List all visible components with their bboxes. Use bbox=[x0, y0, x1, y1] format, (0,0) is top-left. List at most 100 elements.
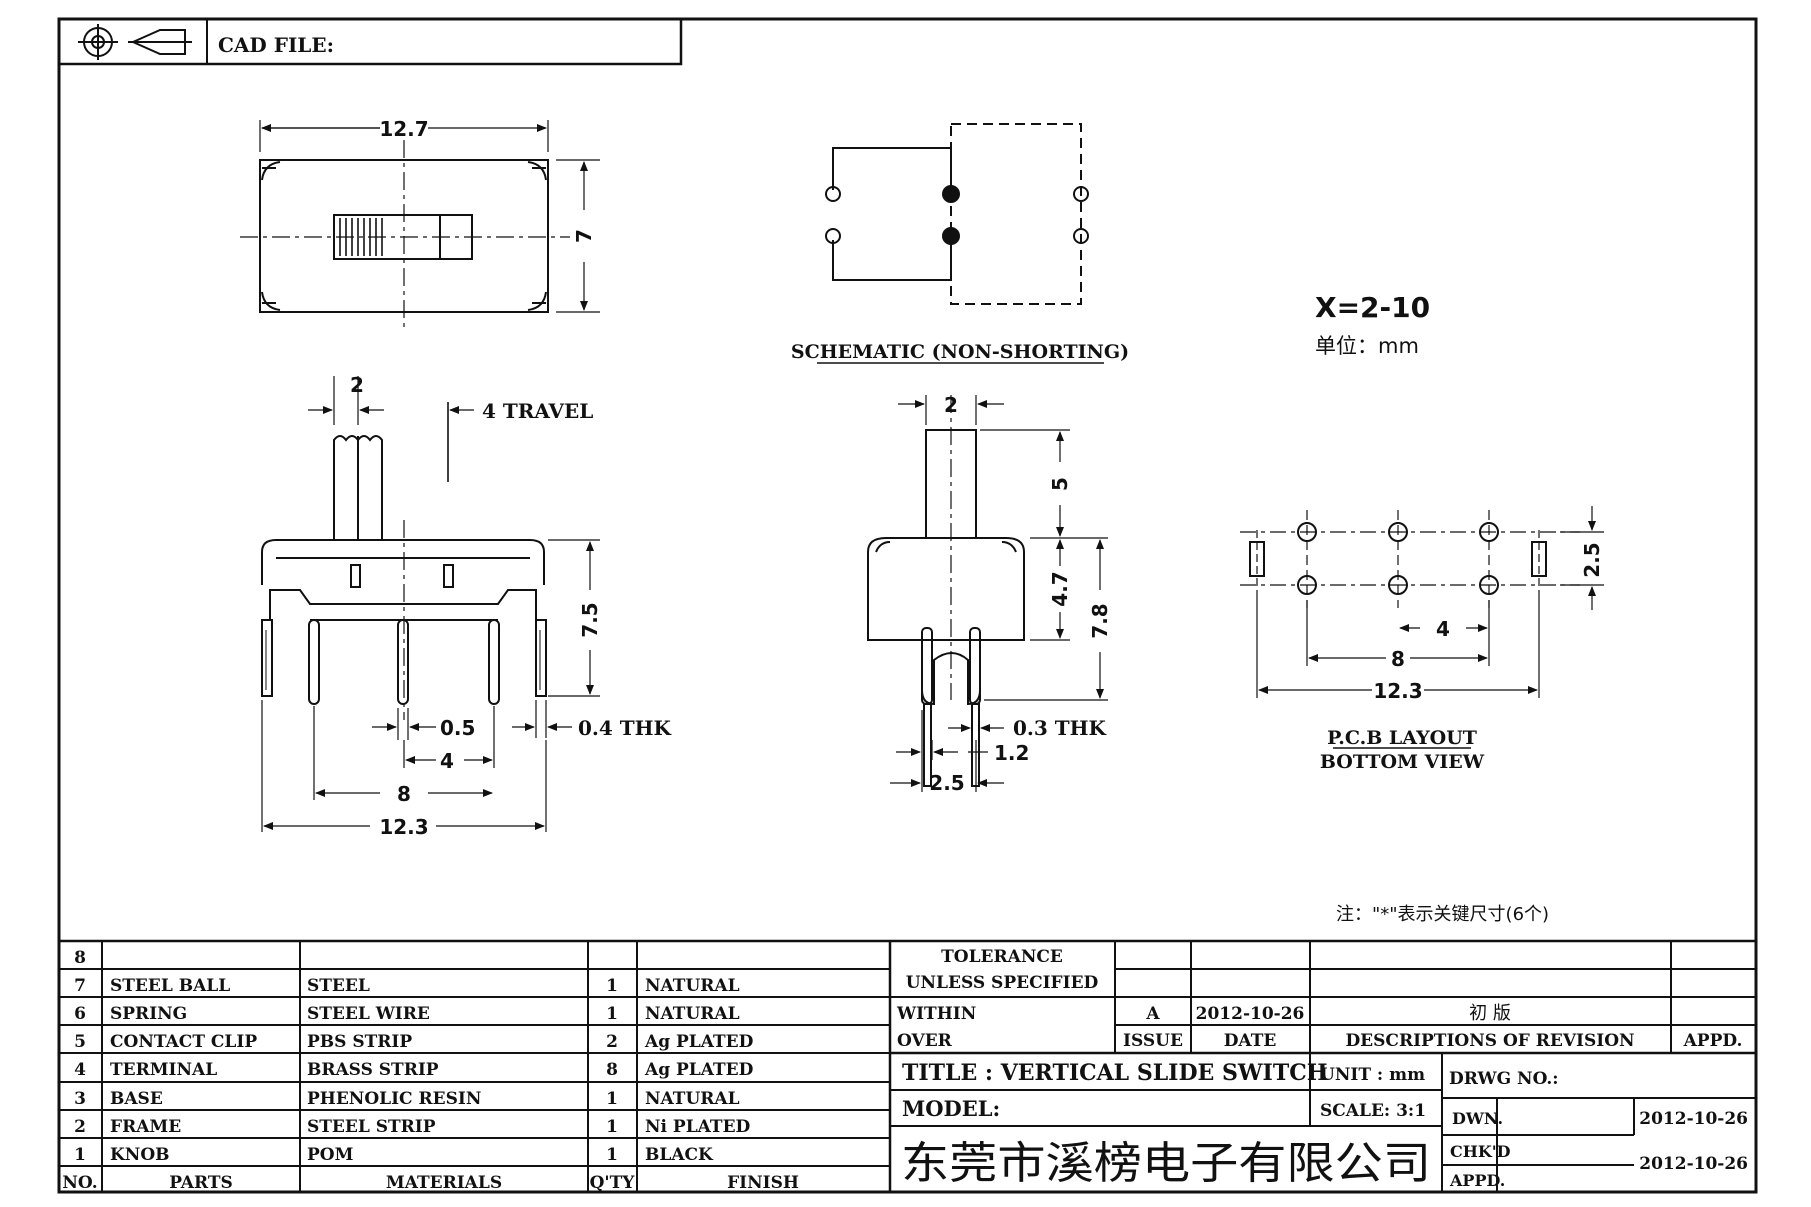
pcb-dim-25: 2.5 bbox=[1580, 542, 1604, 577]
bom-cell-no: 4 bbox=[74, 1060, 86, 1080]
pcb-sublabel: BOTTOM VIEW bbox=[1320, 751, 1485, 773]
bom-cell-no: 2 bbox=[74, 1117, 86, 1137]
schematic-label: SCHEMATIC (NON-SHORTING) bbox=[791, 341, 1129, 363]
front-top-dim: 2 bbox=[944, 393, 958, 417]
pcb-layout bbox=[1240, 506, 1604, 749]
schematic-diagram bbox=[817, 123, 1104, 364]
approved-label: APPD. bbox=[1683, 1031, 1743, 1051]
bom-cell-part: TERMINAL bbox=[110, 1060, 217, 1080]
over-label: OVER bbox=[897, 1031, 953, 1051]
front-dim-47: 4.7 bbox=[1048, 571, 1072, 606]
bom-cell-material: PHENOLIC RESIN bbox=[307, 1089, 481, 1109]
date-value: 2012-10-26 bbox=[1196, 1004, 1305, 1024]
top-height-dim: 7 bbox=[572, 229, 596, 243]
bom-header-qty: Q'TY bbox=[590, 1173, 636, 1193]
side-top-dim: 2 bbox=[350, 373, 364, 397]
bom-cell-no: 5 bbox=[74, 1032, 86, 1052]
title-block-grid bbox=[890, 941, 1756, 1192]
scale-text: SCALE: 3:1 bbox=[1320, 1101, 1426, 1121]
bom-cell-material: STEEL bbox=[307, 976, 370, 996]
drawn-label: DWN. bbox=[1452, 1109, 1503, 1128]
tolerance-label: TOLERANCE bbox=[941, 947, 1063, 967]
bom-cell-qty: 1 bbox=[606, 976, 618, 996]
bom-cell-qty: 1 bbox=[606, 1117, 618, 1137]
within-label: WITHIN bbox=[896, 1004, 976, 1024]
bom-cell-qty: 8 bbox=[606, 1060, 618, 1080]
bom-cell-qty: 2 bbox=[606, 1032, 618, 1052]
unless-specified-label: UNLESS SPECIFIED bbox=[906, 973, 1099, 993]
header-strip: CAD FILE: bbox=[57, 17, 683, 66]
bom-header-finish: FINISH bbox=[727, 1173, 799, 1193]
side-thk-label: 0.4 THK bbox=[578, 716, 672, 740]
bom-cell-no: 6 bbox=[74, 1004, 86, 1024]
bom-cell-material: PBS STRIP bbox=[307, 1032, 412, 1052]
x-range-note: X=2-10 bbox=[1315, 291, 1430, 324]
bom-cell-no: 1 bbox=[74, 1145, 86, 1165]
key-dimension-note: 注："*"表示关键尺寸(6个) bbox=[1336, 904, 1549, 925]
front-thk-label: 0.3 THK bbox=[1013, 716, 1107, 740]
issue-label: ISSUE bbox=[1123, 1031, 1183, 1051]
bom-cell-material: STEEL STRIP bbox=[307, 1117, 436, 1137]
bom-cell-part: KNOB bbox=[110, 1145, 170, 1165]
bom-cell-finish: BLACK bbox=[645, 1145, 714, 1165]
bom-cell-qty: 1 bbox=[606, 1089, 618, 1109]
front-dim-25: 2.5 bbox=[929, 771, 964, 795]
bom-header-part: PARTS bbox=[169, 1173, 233, 1193]
bom-cell-material: BRASS STRIP bbox=[307, 1060, 439, 1080]
checked-date: 2012-10-26 bbox=[1639, 1154, 1748, 1174]
pitch-dim: 4 bbox=[440, 749, 454, 773]
bom-cell-finish: Ni PLATED bbox=[645, 1117, 751, 1137]
bom-cell-material: POM bbox=[307, 1145, 354, 1165]
revision-desc-label: DESCRIPTIONS OF REVISION bbox=[1345, 1031, 1634, 1051]
drawing-number-label: DRWG NO.: bbox=[1449, 1069, 1559, 1089]
approved-row-label: APPD. bbox=[1449, 1171, 1505, 1190]
unit-text: UNIT : mm bbox=[1320, 1065, 1425, 1085]
bom-cell-part: FRAME bbox=[110, 1117, 181, 1137]
bom-cell-qty: 1 bbox=[606, 1004, 618, 1024]
bom-grid bbox=[59, 939, 1756, 1192]
pcb-label: P.C.B LAYOUT bbox=[1327, 727, 1477, 749]
front-dim-5: 5 bbox=[1048, 477, 1072, 491]
revision-description: 初 版 bbox=[1469, 1003, 1511, 1024]
bom-header-material: MATERIALS bbox=[386, 1173, 502, 1193]
projection-symbol-icon bbox=[78, 24, 192, 60]
pin-width-dim: 0.5 bbox=[440, 716, 475, 740]
bom-cell-qty: 1 bbox=[606, 1145, 618, 1165]
bom-cell-finish: NATURAL bbox=[645, 976, 740, 996]
overall-dim: 12.3 bbox=[379, 815, 428, 839]
unit-note: 单位：mm bbox=[1315, 334, 1419, 358]
front-dim-12: 1.2 bbox=[994, 741, 1029, 765]
date-label: DATE bbox=[1224, 1031, 1277, 1051]
front-view bbox=[867, 395, 1108, 792]
bom-header-no: NO. bbox=[62, 1173, 97, 1193]
issue-value: A bbox=[1145, 1004, 1160, 1024]
bom-cell-finish: Ag PLATED bbox=[644, 1032, 754, 1052]
company-name: 东莞市溪榜电子有限公司 bbox=[901, 1138, 1431, 1189]
side-height-dim: 7.5 bbox=[578, 602, 602, 637]
span-dim: 8 bbox=[397, 782, 411, 806]
model-label: MODEL: bbox=[902, 1096, 1000, 1121]
drawn-date: 2012-10-26 bbox=[1639, 1109, 1748, 1129]
cad-file-label: CAD FILE: bbox=[218, 33, 334, 57]
bom-cell-part: STEEL BALL bbox=[110, 976, 230, 996]
pcb-dim-4: 4 bbox=[1436, 617, 1450, 641]
bom-cell-no: 3 bbox=[74, 1089, 86, 1109]
bom-cell-part: BASE bbox=[110, 1089, 163, 1109]
side-view bbox=[261, 376, 600, 832]
bom-cell-finish: NATURAL bbox=[645, 1004, 740, 1024]
travel-label: 4 TRAVEL bbox=[482, 399, 593, 423]
title-text: TITLE : VERTICAL SLIDE SWITCH bbox=[902, 1060, 1328, 1086]
bom-cell-part: CONTACT CLIP bbox=[110, 1032, 257, 1052]
bom-cell-finish: Ag PLATED bbox=[644, 1060, 754, 1080]
bom-cell-material: STEEL WIRE bbox=[307, 1004, 430, 1024]
top-view bbox=[240, 120, 600, 330]
bom-cell-part: SPRING bbox=[110, 1004, 187, 1024]
top-width-dim: 12.7 bbox=[379, 117, 428, 141]
bom-cell-no: 7 bbox=[74, 976, 86, 996]
bom-cell-finish: NATURAL bbox=[645, 1089, 740, 1109]
pcb-dim-123: 12.3 bbox=[1373, 679, 1422, 703]
sheet-border bbox=[57, 17, 1758, 1194]
checked-label: CHK'D bbox=[1450, 1142, 1511, 1161]
